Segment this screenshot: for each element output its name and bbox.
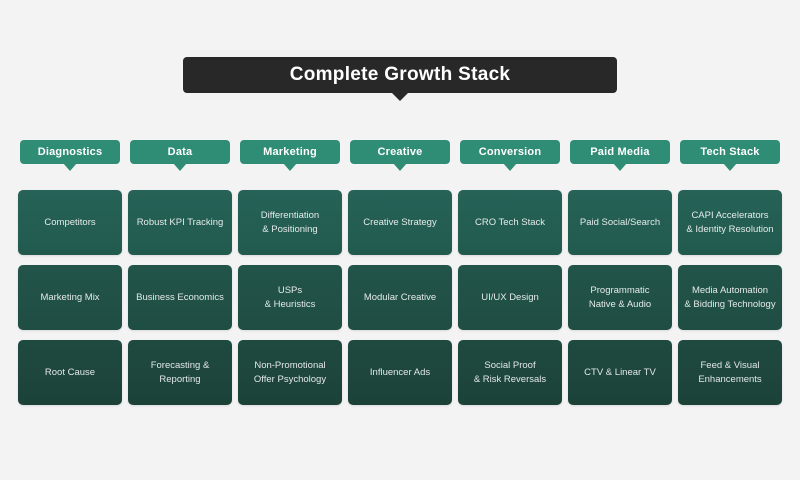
column-header-label: Data bbox=[167, 146, 193, 158]
stack-column: Conversion CRO Tech Stack UI/UX Design S… bbox=[458, 140, 562, 405]
stack-cell: CRO Tech Stack bbox=[458, 190, 562, 255]
column-header: Marketing bbox=[240, 140, 340, 171]
column-header-label: Marketing bbox=[263, 146, 317, 158]
stack-cell-label: Influencer Ads bbox=[369, 366, 431, 378]
title-row: Complete Growth Stack bbox=[0, 0, 800, 101]
column-header: Creative bbox=[350, 140, 450, 171]
stack-cell-label: Modular Creative bbox=[363, 291, 437, 303]
column-header: Data bbox=[130, 140, 230, 171]
column-header-label: Creative bbox=[377, 146, 423, 158]
stack-column: Tech Stack CAPI Accelerators & Identity … bbox=[678, 140, 782, 405]
stack-cell: Feed & Visual Enhancements bbox=[678, 340, 782, 405]
stack-column: Paid Media Paid Social/Search Programmat… bbox=[568, 140, 672, 405]
column-cells: Creative Strategy Modular Creative Influ… bbox=[348, 190, 452, 405]
stack-cell: Influencer Ads bbox=[348, 340, 452, 405]
page-title-label: Complete Growth Stack bbox=[289, 64, 511, 85]
column-header: Tech Stack bbox=[680, 140, 780, 171]
stack-cell: Modular Creative bbox=[348, 265, 452, 330]
stack-cell-label: Creative Strategy bbox=[363, 216, 437, 228]
stack-cell: Forecasting & Reporting bbox=[128, 340, 232, 405]
column-cells: Differentiation & Positioning USPs & Heu… bbox=[238, 190, 342, 405]
column-header-label: Conversion bbox=[478, 146, 542, 158]
stack-cell: CTV & Linear TV bbox=[568, 340, 672, 405]
stack-column: Data Robust KPI Tracking Business Econom… bbox=[128, 140, 232, 405]
stack-cell-label: Programmatic Native & Audio bbox=[588, 284, 652, 310]
column-cells: Robust KPI Tracking Business Economics F… bbox=[128, 190, 232, 405]
stack-cell: Marketing Mix bbox=[18, 265, 122, 330]
stack-cell-label: Business Economics bbox=[136, 291, 224, 303]
stack-cell: Social Proof & Risk Reversals bbox=[458, 340, 562, 405]
stack-cell-label: Feed & Visual Enhancements bbox=[698, 359, 762, 385]
stack-cell: USPs & Heuristics bbox=[238, 265, 342, 330]
stack-cell: Creative Strategy bbox=[348, 190, 452, 255]
stack-cell-label: Social Proof & Risk Reversals bbox=[473, 359, 547, 385]
column-header-label: Tech Stack bbox=[700, 146, 760, 158]
column-cells: CAPI Accelerators & Identity Resolution … bbox=[678, 190, 782, 405]
column-header-label: Diagnostics bbox=[37, 146, 103, 158]
stack-cell-label: Differentiation & Positioning bbox=[260, 209, 320, 235]
page-title: Complete Growth Stack bbox=[183, 57, 617, 101]
stack-column: Diagnostics Competitors Marketing Mix Ro… bbox=[18, 140, 122, 405]
stack-cell-label: Competitors bbox=[44, 216, 96, 228]
stack-cell: Media Automation & Bidding Technology bbox=[678, 265, 782, 330]
stack-cell: Root Cause bbox=[18, 340, 122, 405]
pointer-down-icon bbox=[613, 163, 627, 171]
stack-cell-label: Forecasting & Reporting bbox=[150, 359, 210, 385]
pointer-down-icon bbox=[723, 163, 737, 171]
stack-cell: CAPI Accelerators & Identity Resolution bbox=[678, 190, 782, 255]
stack-column: Marketing Differentiation & Positioning … bbox=[238, 140, 342, 405]
stack-cell-label: USPs & Heuristics bbox=[264, 284, 316, 310]
stack-cell: UI/UX Design bbox=[458, 265, 562, 330]
column-header: Conversion bbox=[460, 140, 560, 171]
stack-cell: Robust KPI Tracking bbox=[128, 190, 232, 255]
stack-cell: Differentiation & Positioning bbox=[238, 190, 342, 255]
stack-column: Creative Creative Strategy Modular Creat… bbox=[348, 140, 452, 405]
pointer-down-icon bbox=[173, 163, 187, 171]
column-header-label: Paid Media bbox=[590, 146, 650, 158]
stack-cell: Non-Promotional Offer Psychology bbox=[238, 340, 342, 405]
stack-cell-label: Robust KPI Tracking bbox=[136, 216, 224, 228]
column-cells: Paid Social/Search Programmatic Native &… bbox=[568, 190, 672, 405]
pointer-down-icon bbox=[391, 92, 409, 101]
stack-cell-label: Non-Promotional Offer Psychology bbox=[253, 359, 327, 385]
stack-cell-label: Media Automation & Bidding Technology bbox=[684, 284, 776, 310]
column-header: Paid Media bbox=[570, 140, 670, 171]
pointer-down-icon bbox=[283, 163, 297, 171]
stack-cell-label: CTV & Linear TV bbox=[584, 366, 656, 378]
column-header: Diagnostics bbox=[20, 140, 120, 171]
pointer-down-icon bbox=[393, 163, 407, 171]
stack-cell-label: CAPI Accelerators & Identity Resolution bbox=[686, 209, 774, 235]
pointer-down-icon bbox=[63, 163, 77, 171]
stack-cell: Business Economics bbox=[128, 265, 232, 330]
stack-cell: Paid Social/Search bbox=[568, 190, 672, 255]
column-cells: Competitors Marketing Mix Root Cause bbox=[18, 190, 122, 405]
stack-cell-label: Paid Social/Search bbox=[579, 216, 661, 228]
stack-cell: Programmatic Native & Audio bbox=[568, 265, 672, 330]
stack-cell-label: Marketing Mix bbox=[40, 291, 100, 303]
stack-cell-label: CRO Tech Stack bbox=[474, 216, 546, 228]
stack-cell-label: UI/UX Design bbox=[481, 291, 539, 303]
pointer-down-icon bbox=[503, 163, 517, 171]
column-cells: CRO Tech Stack UI/UX Design Social Proof… bbox=[458, 190, 562, 405]
stack-cell: Competitors bbox=[18, 190, 122, 255]
stack-columns: Diagnostics Competitors Marketing Mix Ro… bbox=[0, 140, 800, 405]
stack-cell-label: Root Cause bbox=[44, 366, 96, 378]
